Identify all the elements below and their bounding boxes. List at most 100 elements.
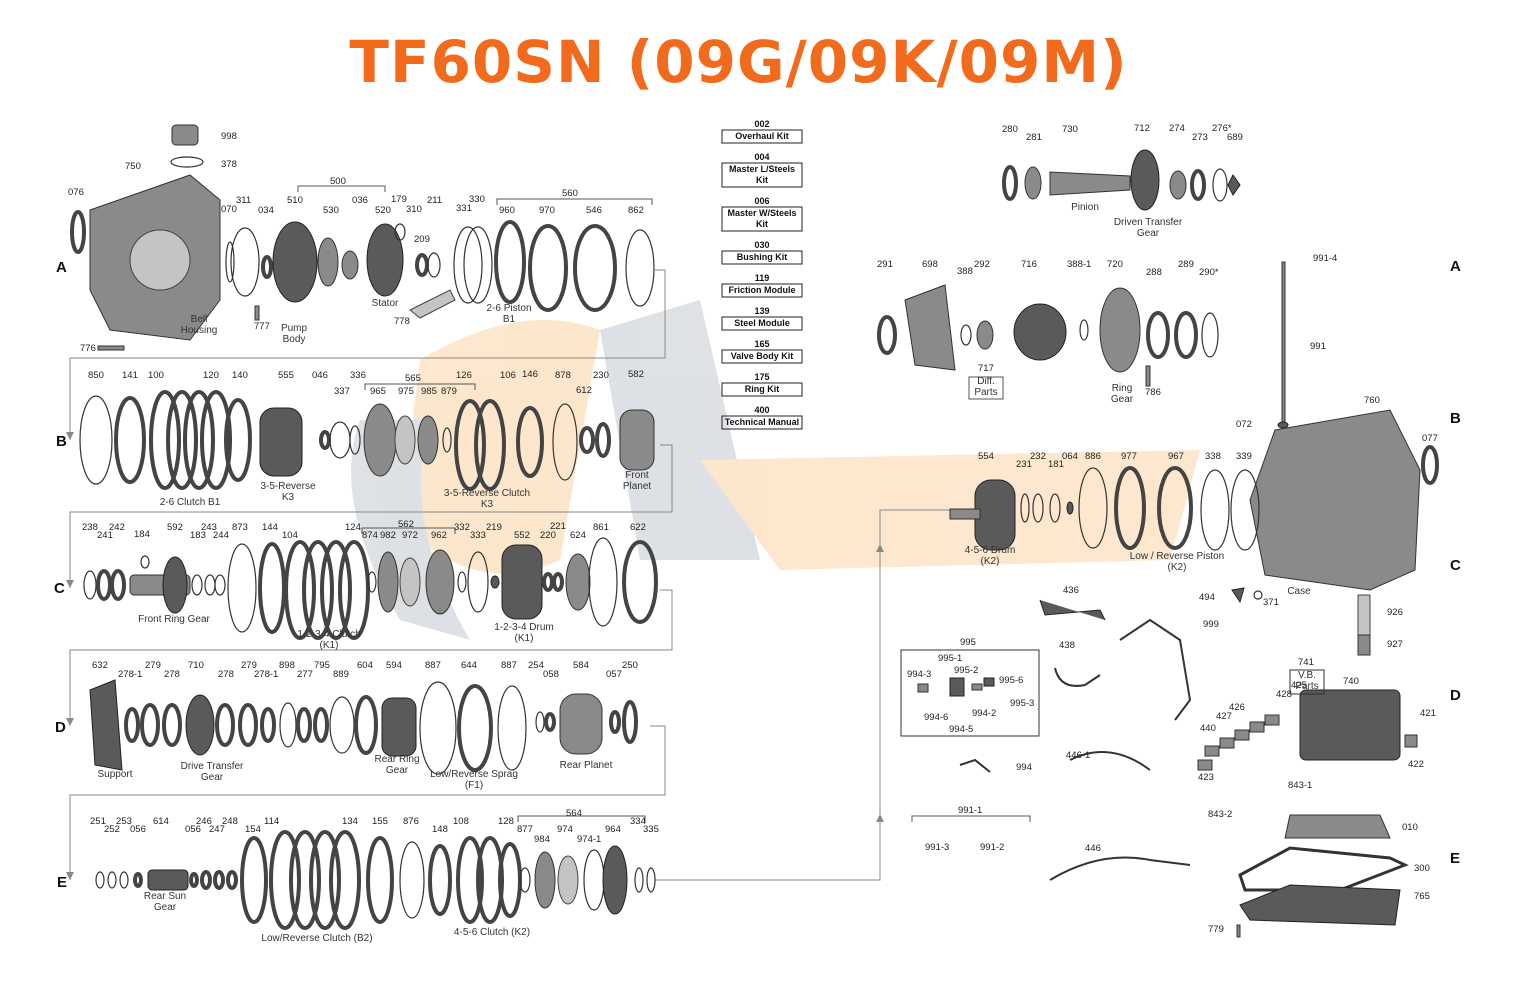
pinion (1049, 171, 1131, 196)
part-label-438: 438 (1059, 640, 1075, 651)
ring-211 (427, 252, 441, 278)
ring-290 (1201, 312, 1219, 358)
part-label-560: 560 (562, 188, 578, 199)
part-label-984: 984 (534, 834, 550, 845)
kit-box-175 (721, 382, 803, 397)
box-717 (968, 376, 1004, 400)
part-label-334: 334 (630, 816, 646, 827)
plate-146 (516, 406, 544, 478)
part-label-786: 786 (1145, 387, 1161, 398)
part-995-6 (983, 677, 995, 687)
ring-898 (279, 702, 297, 748)
part-label-057: 057 (606, 669, 622, 680)
bracket-564 (517, 815, 646, 822)
ring-388 (960, 324, 972, 346)
part-label-300: 300 (1414, 863, 1430, 874)
part-label-887: 887 (425, 660, 441, 671)
part-label-310: 310 (406, 204, 422, 215)
plate-104b (302, 540, 334, 640)
component-label-4-5-6-clutch-k2: 4-5-6 Clutch (K2) (454, 927, 530, 938)
kit-name-line: Bushing Kit (737, 252, 788, 262)
part-label-289: 289 (1178, 259, 1194, 270)
ring-332 (457, 571, 467, 593)
piston-960 (494, 220, 526, 304)
part-label-220: 220 (540, 530, 556, 541)
kit-box-400 (721, 415, 803, 430)
part-label-281: 281 (1026, 132, 1042, 143)
part-label-962: 962 (431, 530, 447, 541)
front-planet (619, 409, 655, 471)
part-label-530: 530 (323, 205, 339, 216)
component-label-line: 2-6 Piston (486, 303, 531, 314)
row-letter-left-c: C (54, 580, 65, 597)
ring-181 (1049, 493, 1061, 523)
page-title: TF60SN (09G/09K/09M) (349, 28, 1128, 96)
part-label-750: 750 (125, 161, 141, 172)
kit-box-119 (721, 283, 803, 298)
plate-140 (224, 398, 252, 482)
ring-861 (588, 537, 618, 627)
bracket-500 (297, 185, 386, 192)
kit-box-139 (721, 316, 803, 331)
bushing-209 (415, 253, 429, 277)
component-label-line: Pump (281, 323, 308, 334)
ring-795 (313, 707, 329, 743)
part-778 (409, 289, 456, 319)
part-label-338: 338 (1205, 451, 1221, 462)
part-label-886: 886 (1085, 451, 1101, 462)
part-label-995-1: 995-1 (938, 653, 962, 664)
part-label-977: 977 (1121, 451, 1137, 462)
part-label-330: 330 (469, 194, 485, 205)
ring-244 (214, 574, 226, 596)
component-label-line: Bell (191, 314, 208, 325)
component-label-stator: Stator (372, 298, 399, 309)
ring-336 (349, 425, 361, 455)
part-label-991: 991 (1310, 341, 1326, 352)
part-962 (425, 549, 455, 615)
part-label-246: 246 (196, 816, 212, 827)
part-label-999: 999 (1203, 619, 1219, 630)
row-letter-right-e: E (1450, 850, 1460, 867)
part-label-253: 253 (116, 816, 132, 827)
plate-155 (366, 836, 394, 924)
kit-number-175: 175 (754, 372, 769, 382)
ring-248 (226, 870, 238, 890)
kit-name-119: Friction Module (729, 285, 796, 295)
flow-lines (66, 269, 970, 881)
component-label-low-reverse-piston-k2: Low / Reverse Piston(K2) (1130, 551, 1225, 573)
component-label-rear-planet: Rear Planet (560, 760, 613, 771)
ring-243 (204, 574, 216, 596)
support (89, 679, 123, 771)
spring-974 (557, 855, 579, 905)
row-letter-right-d: D (1450, 687, 1461, 704)
part-label-290*: 290* (1199, 267, 1219, 278)
part-label-991-1: 991-1 (958, 805, 982, 816)
part-label-241: 241 (97, 530, 113, 541)
part-label-446-1: 446-1 (1066, 750, 1090, 761)
kit-name-line: Technical Manual (725, 417, 799, 427)
component-label-line: (K2) (981, 556, 1000, 567)
part-label-311: 311 (236, 195, 251, 206)
part-label-211: 211 (427, 195, 442, 206)
part-label-124: 124 (345, 522, 361, 533)
spring-975 (394, 415, 416, 465)
ring-338 (1200, 469, 1230, 551)
part-label-614: 614 (153, 816, 169, 827)
part-label-422: 422 (1408, 759, 1424, 770)
ring-335 (646, 867, 656, 893)
part-label-520: 520 (375, 205, 391, 216)
kit-number-139: 139 (754, 306, 769, 316)
ring-311 (230, 227, 260, 297)
ring-874 (367, 571, 377, 593)
bolt-786 (1145, 365, 1151, 387)
spring-546 (573, 224, 617, 312)
ring-331 (453, 226, 483, 304)
part-label-970: 970 (539, 205, 555, 216)
part-label-072: 072 (1236, 419, 1252, 430)
part-689 (1227, 174, 1241, 196)
sprag-644 (457, 684, 493, 772)
